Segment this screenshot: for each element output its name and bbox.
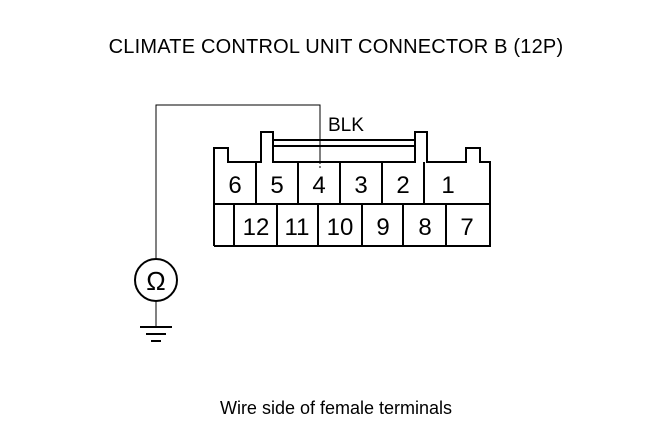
terminal-label: 5 — [270, 172, 283, 199]
diagram-caption: Wire side of female terminals — [219, 398, 453, 418]
bottom-row-terminals: 12 11 10 9 8 7 — [243, 214, 474, 241]
terminal-label: 7 — [460, 214, 473, 241]
diagram-title: CLIMATE CONTROL UNIT CONNECTOR B (12P) — [108, 36, 564, 58]
ohmmeter-icon: Ω — [134, 258, 178, 302]
terminal-label: 6 — [228, 172, 241, 199]
terminal-label: 8 — [418, 214, 431, 241]
bottom-row-dividers — [233, 204, 447, 246]
ground-icon — [140, 326, 172, 342]
terminal-label: 10 — [327, 214, 354, 241]
terminal-label: 3 — [354, 172, 367, 199]
connector-body — [213, 131, 491, 247]
terminal-label: 2 — [396, 172, 409, 199]
terminal-label: 1 — [441, 172, 454, 199]
terminal-label: 9 — [376, 214, 389, 241]
top-row-terminals: 6 5 4 3 2 1 — [228, 172, 454, 199]
connector-latch — [272, 139, 416, 147]
top-row-dividers — [255, 162, 425, 204]
terminal-label: 4 — [312, 172, 325, 199]
ohm-symbol: Ω — [146, 266, 165, 296]
wire-color-label: BLK — [328, 115, 364, 136]
probe-wire — [155, 104, 321, 258]
terminal-label: 12 — [243, 214, 270, 241]
terminal-label: 11 — [285, 214, 310, 241]
